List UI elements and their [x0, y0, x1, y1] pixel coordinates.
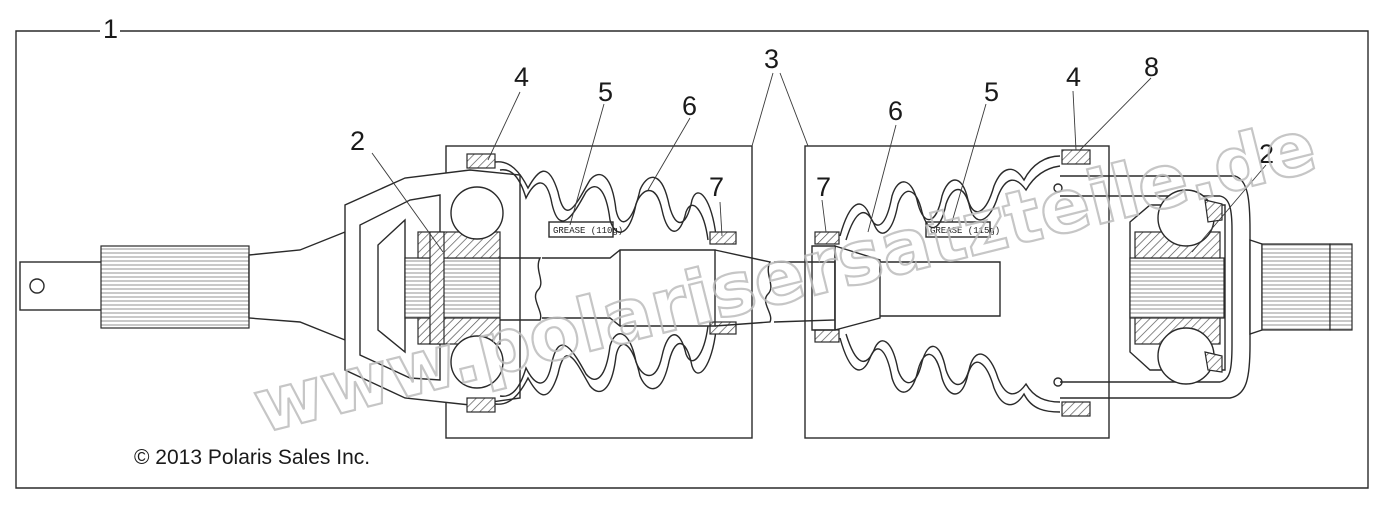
callout-1: 1 [103, 14, 118, 44]
grease-label-left: GREASE (110g) [548, 221, 623, 238]
leader-lines [371, 72, 1267, 253]
callout-4-right: 4 [1066, 62, 1081, 92]
right-large-clamp-bottom [1061, 401, 1091, 417]
callout-5-left: 5 [598, 77, 613, 107]
callout-7-left: 7 [709, 172, 724, 202]
callout-3: 3 [764, 44, 779, 74]
left-large-clamp-top [466, 153, 496, 169]
grease-label-right: GREASE (115g) [925, 221, 1000, 238]
callout-2-right: 2 [1259, 139, 1274, 169]
right-small-clamp-bottom [814, 329, 840, 343]
right-small-clamp-top [814, 231, 840, 245]
right-retaining-ring-top [1053, 183, 1063, 193]
right-stub-shaft [1249, 239, 1353, 335]
copyright-text: © 2013 Polaris Sales Inc. [134, 446, 370, 469]
grease-label-right-text: GREASE (115g) [930, 226, 1000, 236]
callout-2-left: 2 [350, 126, 365, 156]
left-cv-housing [344, 169, 521, 406]
left-small-clamp-top [709, 231, 737, 245]
grease-label-left-text: GREASE (110g) [553, 226, 623, 236]
callout-6-right: 6 [888, 96, 903, 126]
callout-7-right: 7 [816, 172, 831, 202]
left-large-clamp-bottom [466, 397, 496, 413]
axle-shaft [500, 245, 1001, 331]
right-cv-housing [1060, 175, 1251, 399]
right-boot [839, 155, 1061, 413]
left-boot [494, 161, 717, 405]
left-stub-shaft [19, 230, 346, 342]
callout-8: 8 [1144, 52, 1159, 82]
outer-frame [15, 30, 1369, 489]
right-boot-collar [811, 245, 836, 331]
callout-6-left: 6 [682, 91, 697, 121]
callout-5-right: 5 [984, 77, 999, 107]
callout-4-left: 4 [514, 62, 529, 92]
boot-kit-box-right [804, 145, 1110, 439]
